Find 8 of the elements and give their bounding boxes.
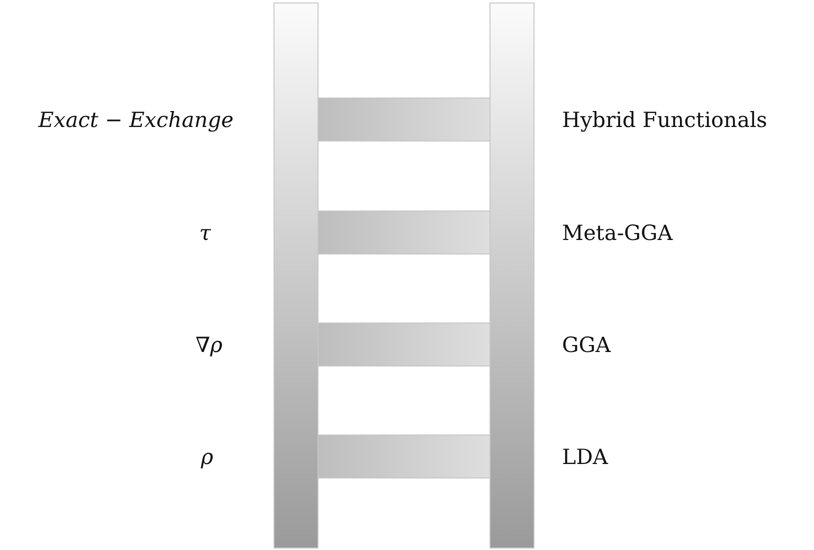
ingredient-label: ρ bbox=[200, 445, 214, 469]
rung-label: GGA bbox=[562, 333, 611, 357]
ingredient-label: ∇ρ bbox=[194, 333, 224, 357]
ingredient-label: τ bbox=[198, 221, 212, 245]
rung-label: Hybrid Functionals bbox=[562, 108, 768, 132]
rung-label: LDA bbox=[562, 445, 608, 469]
rung-label: Meta-GGA bbox=[562, 221, 673, 245]
ingredient-label: Exact − Exchange bbox=[37, 108, 235, 132]
